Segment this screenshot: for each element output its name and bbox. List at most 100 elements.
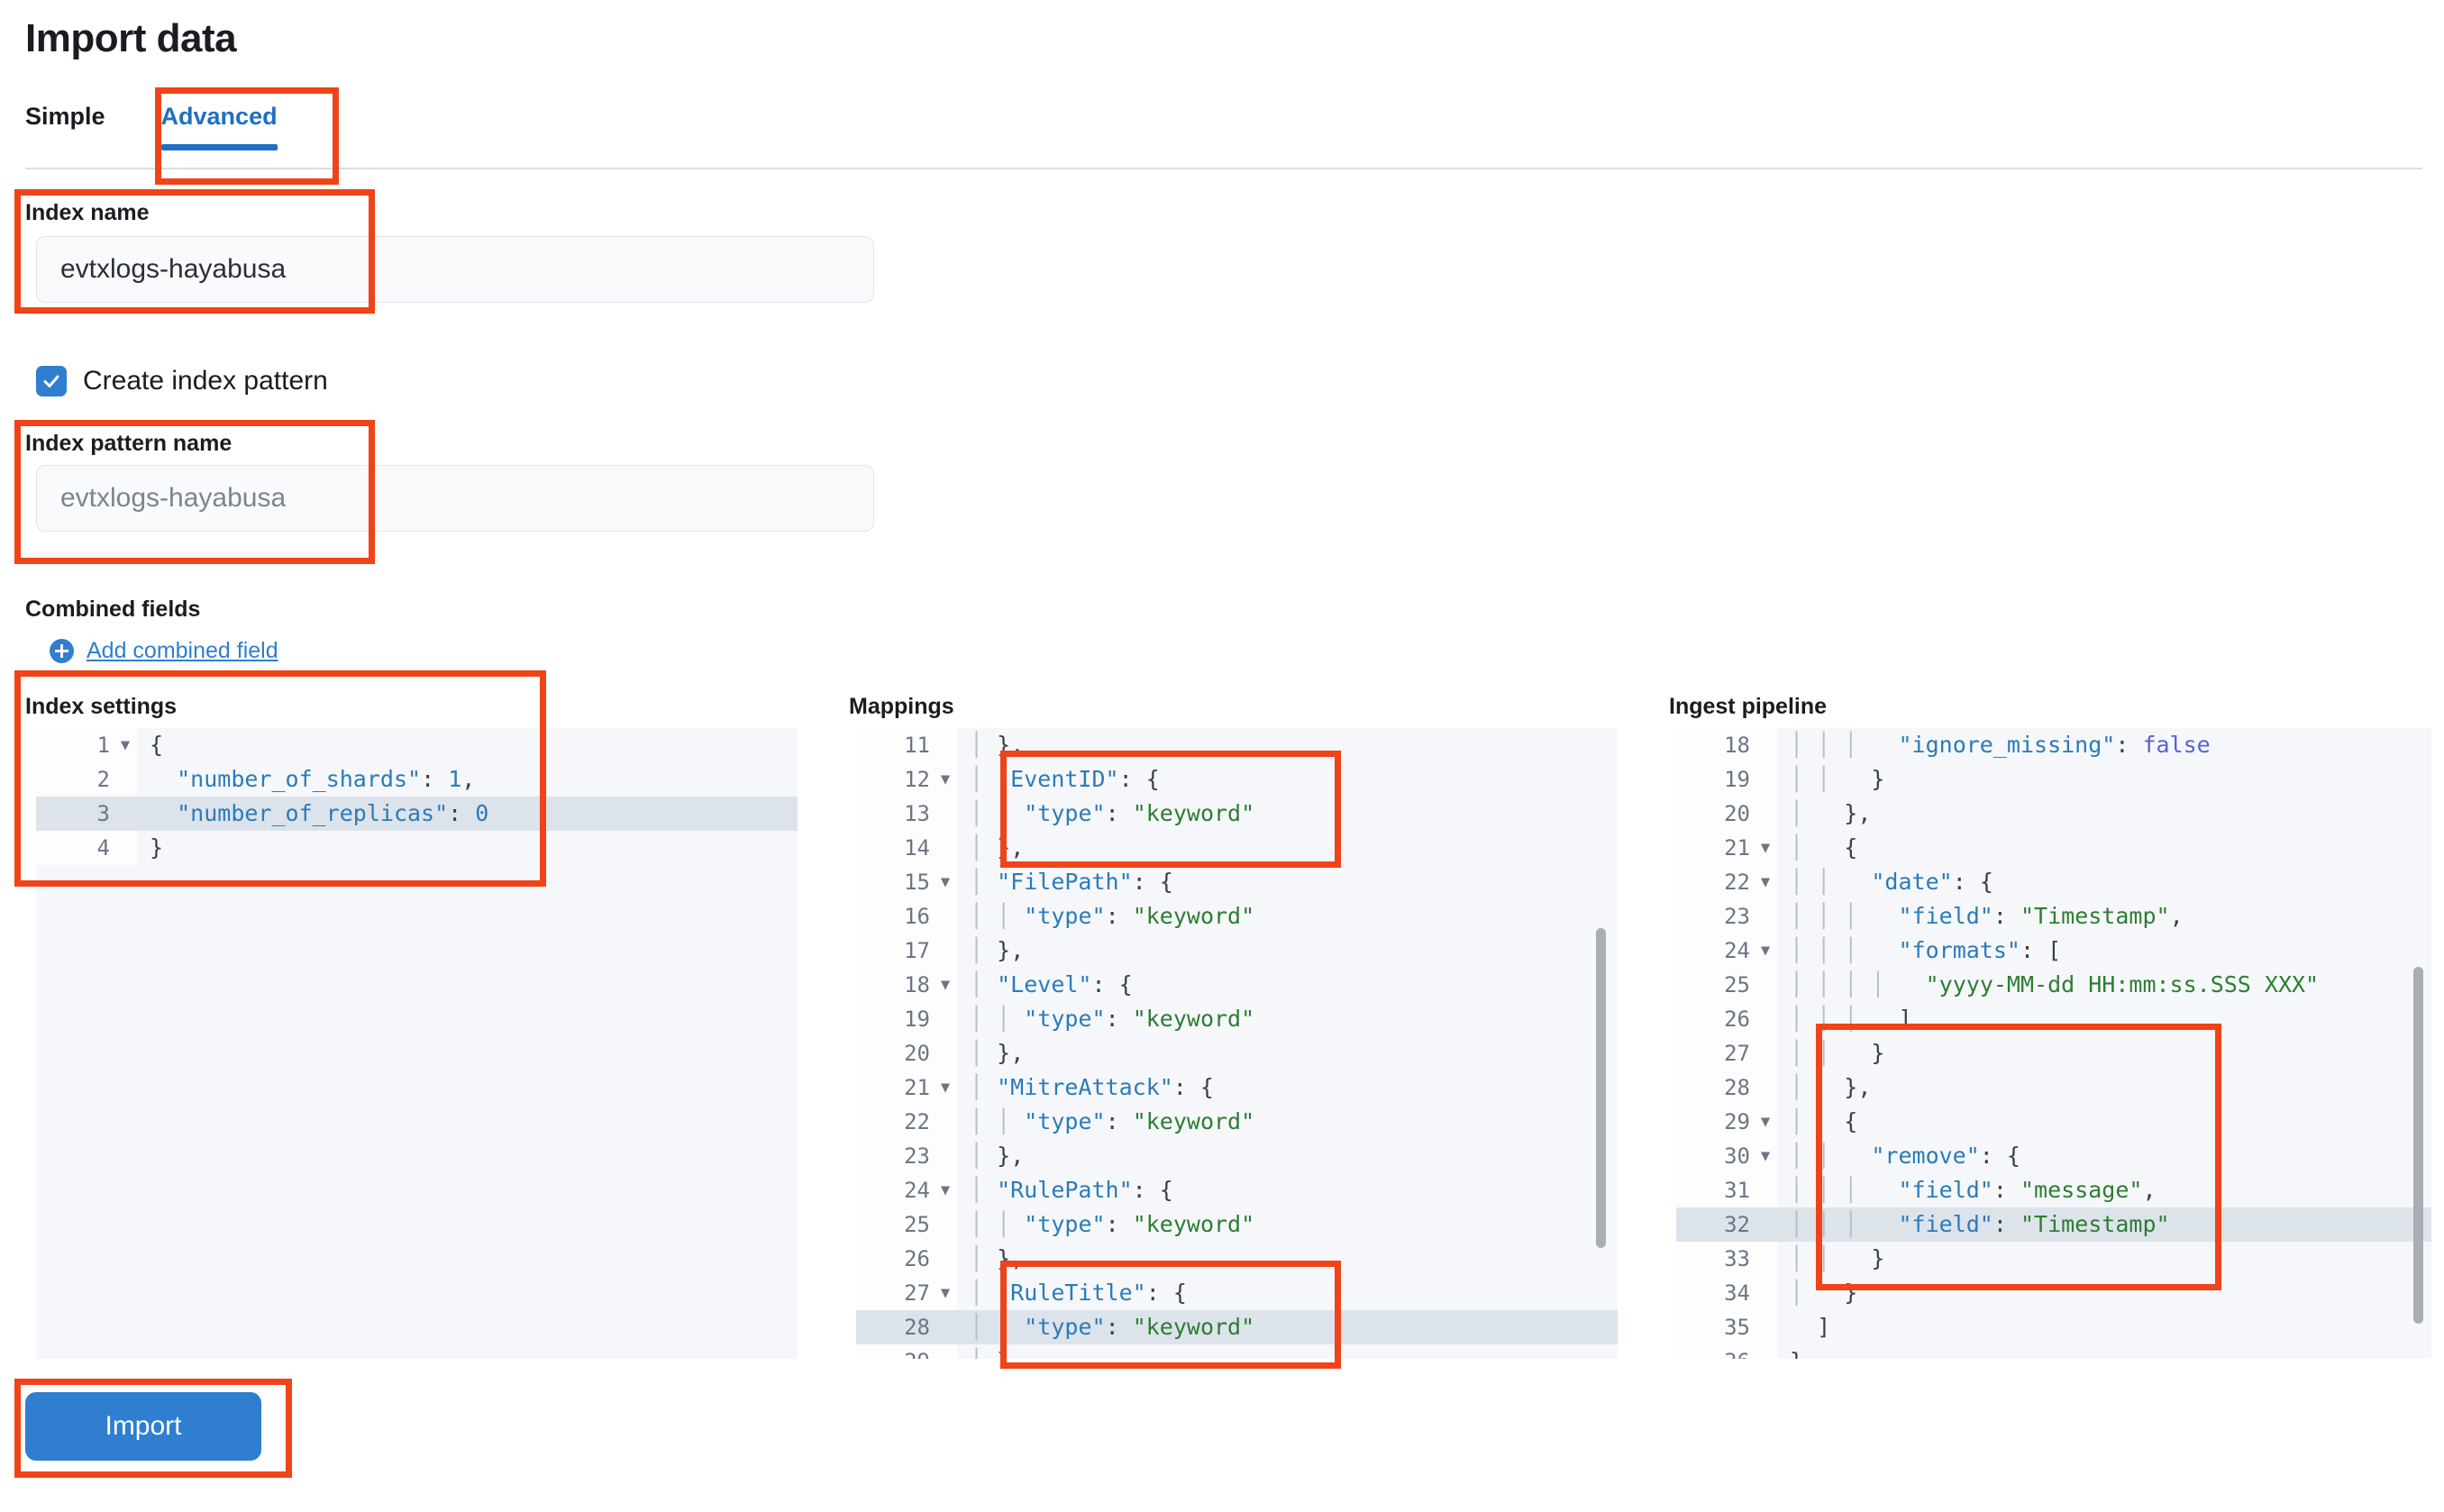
- code-line[interactable]: 26│ │ │ ]: [1676, 1002, 2431, 1036]
- index-pattern-name-input[interactable]: evtxlogs-hayabusa: [36, 465, 874, 532]
- fold-spacer: [1754, 1036, 1777, 1070]
- fold-arrow-icon[interactable]: ▼: [114, 728, 137, 762]
- code-line[interactable]: 19│ │ "type": "keyword": [856, 1002, 1618, 1036]
- line-number: 36: [1676, 1344, 1754, 1359]
- code-line[interactable]: 13│ │ "type": "keyword": [856, 797, 1618, 831]
- code-line[interactable]: 11│ },: [856, 728, 1618, 762]
- fold-arrow-icon[interactable]: ▼: [1754, 1105, 1777, 1139]
- line-number: 33: [1676, 1242, 1754, 1276]
- code-line[interactable]: 3 "number_of_replicas": 0: [36, 797, 798, 831]
- code-line[interactable]: 25│ │ │ │ "yyyy-MM-dd HH:mm:ss.SSS XXX": [1676, 968, 2431, 1002]
- code-text: │ │ "type": "keyword": [970, 903, 1255, 929]
- code-text: │ "Level": {: [970, 971, 1133, 997]
- code-line[interactable]: 20│ },: [1676, 797, 2431, 831]
- code-line[interactable]: 27▼│ "RuleTitle": {: [856, 1276, 1618, 1310]
- code-line[interactable]: 15▼│ "FilePath": {: [856, 865, 1618, 899]
- code-line[interactable]: 18▼│ "Level": {: [856, 968, 1618, 1002]
- line-number: 18: [1676, 728, 1754, 762]
- code-line[interactable]: 23│ },: [856, 1139, 1618, 1173]
- fold-arrow-icon[interactable]: ▼: [1754, 865, 1777, 899]
- code-line[interactable]: 2 "number_of_shards": 1,: [36, 762, 798, 797]
- code-line[interactable]: 28│ },: [1676, 1070, 2431, 1105]
- code-line[interactable]: 31│ │ │ "field": "message",: [1676, 1173, 2431, 1207]
- code-text: │ "FilePath": {: [970, 869, 1173, 895]
- tab-simple[interactable]: Simple: [25, 103, 105, 130]
- fold-spacer: [1754, 728, 1777, 762]
- code-line[interactable]: 29│ },: [856, 1344, 1618, 1359]
- fold-arrow-icon[interactable]: ▼: [934, 1070, 957, 1105]
- code-line[interactable]: 32│ │ │ "field": "Timestamp": [1676, 1207, 2431, 1242]
- line-number: 2: [36, 762, 114, 797]
- code-text: │ "RuleTitle": {: [970, 1280, 1187, 1306]
- code-text: │ │ }: [1790, 1245, 1885, 1271]
- mappings-scrollbar[interactable]: [1596, 928, 1606, 1248]
- code-line[interactable]: 19│ │ }: [1676, 762, 2431, 797]
- code-line[interactable]: 14│ },: [856, 831, 1618, 865]
- fold-arrow-icon[interactable]: ▼: [1754, 1139, 1777, 1173]
- fold-arrow-icon[interactable]: ▼: [934, 762, 957, 797]
- fold-spacer: [1754, 1276, 1777, 1310]
- code-line[interactable]: 12▼│ "EventID": {: [856, 762, 1618, 797]
- code-text: │ },: [970, 732, 1025, 758]
- fold-spacer: [934, 1242, 957, 1276]
- code-text: │ },: [1790, 1074, 1872, 1100]
- fold-spacer: [934, 1105, 957, 1139]
- code-line[interactable]: 36}: [1676, 1344, 2431, 1359]
- code-text: │ },: [970, 1143, 1025, 1169]
- fold-arrow-icon[interactable]: ▼: [934, 1276, 957, 1310]
- code-line[interactable]: 29▼│ {: [1676, 1105, 2431, 1139]
- create-index-pattern-row[interactable]: Create index pattern: [36, 366, 328, 396]
- code-line[interactable]: 33 │ │ }: [1676, 1242, 2431, 1276]
- checkbox-checked-icon[interactable]: [36, 366, 67, 396]
- code-text: │ },: [970, 834, 1025, 861]
- index-settings-editor[interactable]: 1▼{2 "number_of_shards": 1,3 "number_of_…: [36, 728, 798, 1359]
- code-line[interactable]: 23│ │ │ "field": "Timestamp",: [1676, 899, 2431, 934]
- code-line[interactable]: 24▼│ │ │ "formats": [: [1676, 934, 2431, 968]
- fold-spacer: [934, 899, 957, 934]
- code-line[interactable]: 22│ │ "type": "keyword": [856, 1105, 1618, 1139]
- line-number: 16: [856, 899, 934, 934]
- code-line[interactable]: 27│ │ }: [1676, 1036, 2431, 1070]
- fold-arrow-icon[interactable]: ▼: [1754, 934, 1777, 968]
- tab-advanced[interactable]: Advanced: [131, 97, 308, 150]
- line-number: 29: [856, 1344, 934, 1359]
- code-line[interactable]: 28│ │ "type": "keyword": [856, 1310, 1618, 1344]
- code-line[interactable]: 24▼│ "RulePath": {: [856, 1173, 1618, 1207]
- line-number: 27: [1676, 1036, 1754, 1070]
- code-line[interactable]: 25│ │ "type": "keyword": [856, 1207, 1618, 1242]
- code-line[interactable]: 21▼│ {: [1676, 831, 2431, 865]
- ingest-pipeline-scrollbar[interactable]: [2413, 967, 2423, 1324]
- fold-spacer: [114, 831, 137, 865]
- fold-arrow-icon[interactable]: ▼: [934, 968, 957, 1002]
- code-text: │ "EventID": {: [970, 766, 1160, 792]
- code-line[interactable]: 26│ },: [856, 1242, 1618, 1276]
- fold-arrow-icon[interactable]: ▼: [934, 1173, 957, 1207]
- code-line[interactable]: 18│ │ │ "ignore_missing": false: [1676, 728, 2431, 762]
- mappings-editor[interactable]: 11│ },12▼│ "EventID": {13│ │ "type": "ke…: [856, 728, 1618, 1359]
- import-button[interactable]: Import: [25, 1392, 261, 1461]
- add-combined-field-button[interactable]: Add combined field: [50, 638, 278, 664]
- code-line[interactable]: 30▼│ │ "remove": {: [1676, 1139, 2431, 1173]
- fold-spacer: [1754, 762, 1777, 797]
- fold-spacer: [934, 1344, 957, 1359]
- fold-arrow-icon[interactable]: ▼: [934, 865, 957, 899]
- code-line[interactable]: 16 │ │ "type": "keyword": [856, 899, 1618, 934]
- fold-arrow-icon[interactable]: ▼: [1754, 831, 1777, 865]
- code-line[interactable]: 34│ }: [1676, 1276, 2431, 1310]
- code-line[interactable]: 4}: [36, 831, 798, 865]
- line-number: 21: [856, 1070, 934, 1105]
- code-text: │ │ "type": "keyword": [970, 1006, 1255, 1032]
- code-text: ]: [1817, 1314, 1831, 1340]
- code-line[interactable]: 22▼│ │ "date": {: [1676, 865, 2431, 899]
- code-line[interactable]: 1▼{: [36, 728, 798, 762]
- index-name-input[interactable]: evtxlogs-hayabusa: [36, 236, 874, 303]
- code-text: │ },: [970, 1040, 1025, 1066]
- code-line[interactable]: 17│ },: [856, 934, 1618, 968]
- fold-spacer: [934, 1207, 957, 1242]
- code-line[interactable]: 35 ]: [1676, 1310, 2431, 1344]
- code-text: │ │ "type": "keyword": [970, 1314, 1255, 1340]
- code-line[interactable]: 20│ },: [856, 1036, 1618, 1070]
- code-text: │ │ │ "field": "Timestamp": [1790, 1211, 2170, 1237]
- code-line[interactable]: 21▼│ "MitreAttack": {: [856, 1070, 1618, 1105]
